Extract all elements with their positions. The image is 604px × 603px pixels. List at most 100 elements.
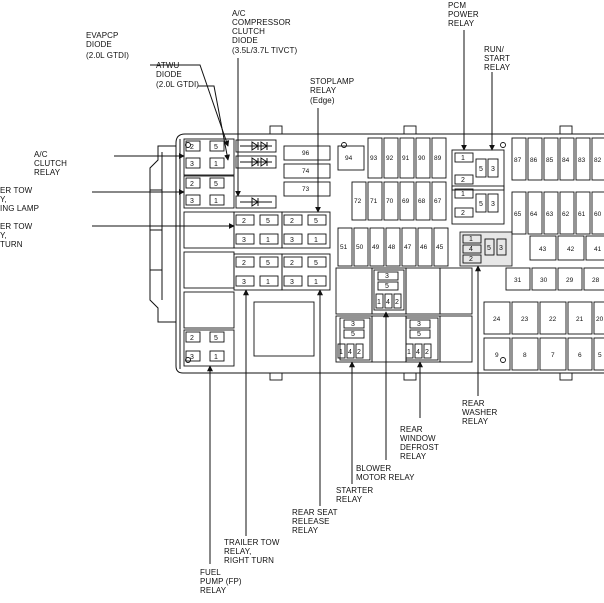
svg-text:67: 67 xyxy=(434,198,442,205)
callout-pcm-power-relay: PCM POWER RELAY xyxy=(448,1,479,28)
svg-text:87: 87 xyxy=(514,157,522,164)
fuse-block-upper-center: 96 74 73 94 xyxy=(283,145,365,197)
svg-text:1: 1 xyxy=(377,299,381,306)
svg-text:9: 9 xyxy=(495,352,499,359)
svg-text:START: START xyxy=(484,54,510,63)
svg-text:POWER: POWER xyxy=(448,10,479,19)
svg-text:ATWU: ATWU xyxy=(156,61,179,70)
svg-text:Y,: Y, xyxy=(0,231,7,240)
svg-text:5: 5 xyxy=(417,331,421,338)
svg-text:CLUTCH: CLUTCH xyxy=(34,159,67,168)
svg-text:6: 6 xyxy=(578,352,582,359)
svg-text:5: 5 xyxy=(479,166,483,173)
svg-text:63: 63 xyxy=(546,211,554,218)
svg-text:A/C: A/C xyxy=(232,9,246,18)
callout-ac-clutch-relay: A/C CLUTCH RELAY xyxy=(34,150,67,177)
fuse-box-housing xyxy=(149,125,604,381)
svg-text:30: 30 xyxy=(540,277,548,284)
svg-text:3: 3 xyxy=(290,279,294,286)
svg-text:Y,: Y, xyxy=(0,195,7,204)
svg-text:3: 3 xyxy=(491,201,495,208)
svg-text:STARTER: STARTER xyxy=(336,486,373,495)
svg-text:43: 43 xyxy=(539,246,547,253)
svg-text:1: 1 xyxy=(339,349,343,356)
svg-text:45: 45 xyxy=(436,244,444,251)
relay-pin-3: 3 xyxy=(190,161,194,168)
svg-text:ING LAMP: ING LAMP xyxy=(0,204,39,213)
svg-text:1: 1 xyxy=(461,191,465,198)
svg-text:85: 85 xyxy=(546,157,554,164)
svg-text:3: 3 xyxy=(385,273,389,280)
svg-text:4: 4 xyxy=(386,299,390,306)
left-relay-column: 2 5 3 1 2 5 3 1 2 5 3 1 xyxy=(183,138,235,367)
svg-text:(2.0L GTDI): (2.0L GTDI) xyxy=(86,51,129,60)
svg-text:2: 2 xyxy=(290,218,294,225)
svg-text:64: 64 xyxy=(530,211,538,218)
svg-text:RELAY: RELAY xyxy=(448,19,475,28)
svg-text:41: 41 xyxy=(594,246,602,253)
svg-text:1: 1 xyxy=(266,237,270,244)
svg-text:DIODE: DIODE xyxy=(232,36,258,45)
svg-text:5: 5 xyxy=(314,260,318,267)
svg-text:1: 1 xyxy=(314,279,318,286)
svg-text:RELAY: RELAY xyxy=(462,417,489,426)
svg-text:3: 3 xyxy=(242,237,246,244)
svg-text:CLUTCH: CLUTCH xyxy=(232,27,265,36)
svg-text:A/C: A/C xyxy=(34,150,48,159)
svg-text:2: 2 xyxy=(469,256,473,263)
callout-ac-compressor-diode: A/C COMPRESSOR CLUTCH DIODE (3.5L/3.7L T… xyxy=(232,9,297,55)
callout-trailer-tow-left-turn: ER TOW Y, TURN xyxy=(0,222,33,249)
callout-starter-relay: STARTER RELAY xyxy=(336,486,373,504)
svg-text:2: 2 xyxy=(242,218,246,225)
lower-center-relays: 3 5 1 4 2 3 5 1 4 2 3 5 1 4 2 xyxy=(335,267,473,363)
svg-text:5: 5 xyxy=(314,218,318,225)
svg-text:DEFROST: DEFROST xyxy=(400,443,439,452)
fuse-73: 73 xyxy=(302,186,310,193)
svg-text:23: 23 xyxy=(521,316,529,323)
svg-text:2: 2 xyxy=(190,181,194,188)
svg-text:PCM: PCM xyxy=(448,1,466,10)
svg-text:22: 22 xyxy=(549,316,557,323)
svg-text:5: 5 xyxy=(214,335,218,342)
fuse-block-right: 87 86 85 84 83 82 65 64 63 62 61 60 43 4… xyxy=(483,137,604,371)
svg-text:MOTOR RELAY: MOTOR RELAY xyxy=(356,473,415,482)
svg-text:EVAPCP: EVAPCP xyxy=(86,31,118,40)
relay-pin-2: 2 xyxy=(190,144,194,151)
svg-text:89: 89 xyxy=(434,155,442,162)
svg-text:2: 2 xyxy=(290,260,294,267)
fuse-94: 94 xyxy=(345,155,353,162)
svg-text:COMPRESSOR: COMPRESSOR xyxy=(232,18,291,27)
svg-text:2: 2 xyxy=(461,177,465,184)
svg-text:47: 47 xyxy=(404,244,412,251)
callout-atwu: ATWU DIODE (2.0L GTDI) xyxy=(156,61,199,89)
svg-text:83: 83 xyxy=(578,157,586,164)
svg-text:2: 2 xyxy=(357,349,361,356)
svg-text:1: 1 xyxy=(469,236,473,243)
svg-text:3: 3 xyxy=(242,279,246,286)
svg-text:7: 7 xyxy=(551,352,555,359)
svg-text:BLOWER: BLOWER xyxy=(356,464,391,473)
svg-text:28: 28 xyxy=(592,277,600,284)
svg-text:4: 4 xyxy=(348,349,352,356)
svg-text:RUN/: RUN/ xyxy=(484,45,505,54)
svg-text:TRAILER TOW: TRAILER TOW xyxy=(224,538,280,547)
svg-text:1: 1 xyxy=(214,354,218,361)
svg-text:69: 69 xyxy=(402,198,410,205)
svg-text:68: 68 xyxy=(418,198,426,205)
svg-text:86: 86 xyxy=(530,157,538,164)
svg-text:RELAY,: RELAY, xyxy=(224,547,251,556)
svg-text:5: 5 xyxy=(266,260,270,267)
svg-text:RIGHT TURN: RIGHT TURN xyxy=(224,556,274,565)
svg-text:3: 3 xyxy=(351,321,355,328)
svg-text:3: 3 xyxy=(290,237,294,244)
svg-text:TURN: TURN xyxy=(0,240,23,249)
pcm-run-start-relays: 1 5 3 2 1 5 3 2 1 4 2 5 3 xyxy=(451,149,513,267)
svg-text:PUMP (FP): PUMP (FP) xyxy=(200,577,242,586)
callout-blower-motor-relay: BLOWER MOTOR RELAY xyxy=(356,464,415,482)
svg-text:RELAY: RELAY xyxy=(34,168,61,177)
svg-text:92: 92 xyxy=(386,155,394,162)
svg-text:5: 5 xyxy=(385,283,389,290)
svg-text:8: 8 xyxy=(523,352,527,359)
svg-text:71: 71 xyxy=(370,198,378,205)
svg-text:20: 20 xyxy=(596,316,604,323)
